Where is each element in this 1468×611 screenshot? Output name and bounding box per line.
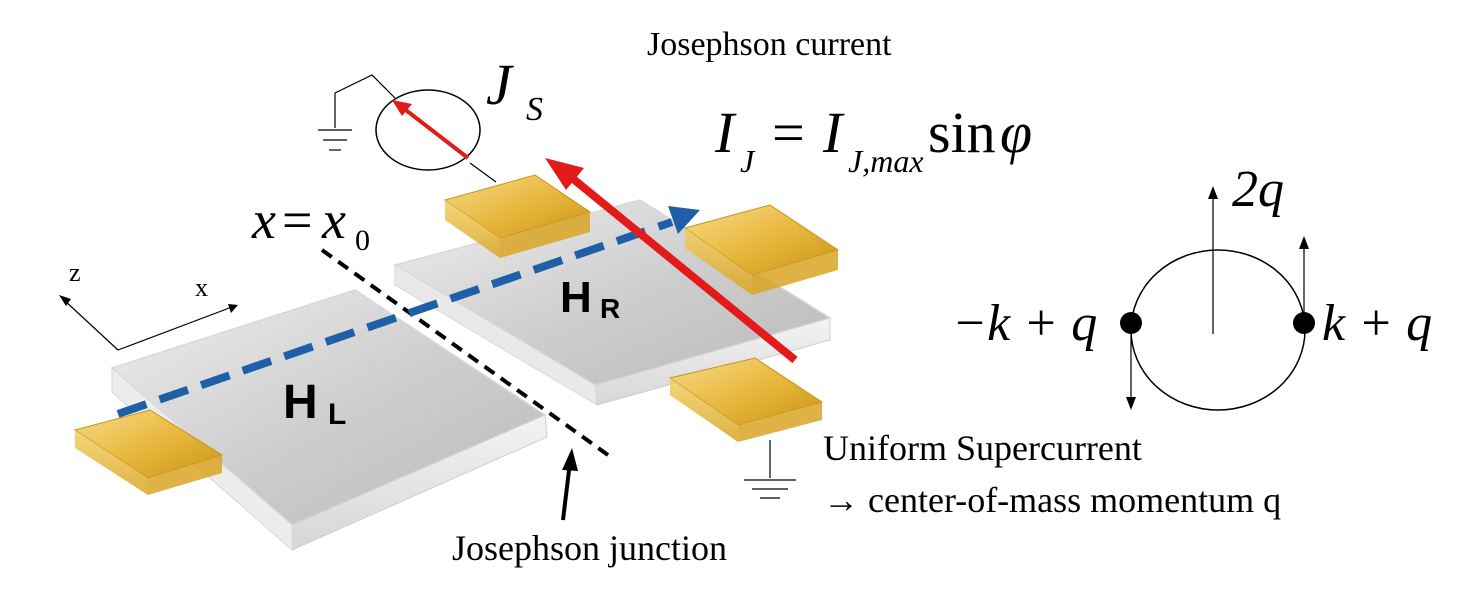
fermi-circle — [1130, 249, 1306, 411]
text-label: J,max — [848, 143, 924, 179]
label-k-plus-q: k + q — [1322, 295, 1432, 352]
contact-bottom-right — [668, 357, 824, 442]
fermi-circle-diagram: 2q −k + q k + q — [952, 161, 1432, 411]
text-label: J — [486, 52, 515, 117]
text-label: J — [740, 143, 756, 179]
ammeter-circle — [375, 89, 481, 171]
text-label: x — [251, 190, 276, 250]
text-label: = — [772, 100, 805, 165]
uniform-supercurrent-label: Uniform Supercurrent — [823, 428, 1142, 468]
text-label: I — [822, 100, 845, 165]
text-label: φ — [1000, 100, 1032, 165]
text-label: I — [714, 100, 737, 165]
text-label: = — [282, 190, 312, 250]
contact-top-left — [443, 174, 592, 258]
supercurrent-arrow — [545, 158, 798, 364]
ground-symbol-bottom — [744, 440, 796, 499]
js-label: J S — [486, 52, 543, 128]
x-equals-x0-label: x = x 0 — [251, 190, 370, 257]
text-label: 0 — [355, 224, 370, 257]
point-left — [1120, 312, 1142, 334]
contact-left — [73, 409, 224, 495]
text-label: x — [321, 190, 346, 250]
axis-z-label: z — [69, 258, 81, 287]
label-h-left: H L — [283, 376, 346, 431]
text-label: sin — [928, 100, 996, 165]
label-2q: 2q — [1232, 161, 1284, 218]
text-label: H — [283, 376, 318, 429]
text-label: S — [526, 91, 543, 128]
josephson-equation: I J = I J,max sin φ — [714, 100, 1032, 179]
ammeter-needle — [396, 102, 470, 160]
contact-top-right — [683, 204, 840, 295]
ground-symbol-top — [318, 129, 352, 151]
junction-pointer-arrow — [561, 448, 578, 521]
text-label: H — [560, 273, 592, 322]
ammeter — [318, 74, 497, 183]
josephson-junction-label: Josephson junction — [452, 528, 727, 568]
label-h-right: H R — [560, 273, 620, 324]
point-right — [1293, 312, 1315, 334]
center-of-mass-label: → center-of-mass momentum q — [823, 480, 1281, 520]
text-label: R — [600, 293, 620, 324]
text-label: L — [328, 398, 346, 431]
josephson-current-title: Josephson current — [647, 26, 892, 63]
axis-x-label: x — [195, 273, 208, 302]
axes: z x — [59, 258, 238, 351]
blue-dashed-path — [116, 206, 700, 418]
label-minus-k-plus-q: −k + q — [952, 295, 1097, 352]
